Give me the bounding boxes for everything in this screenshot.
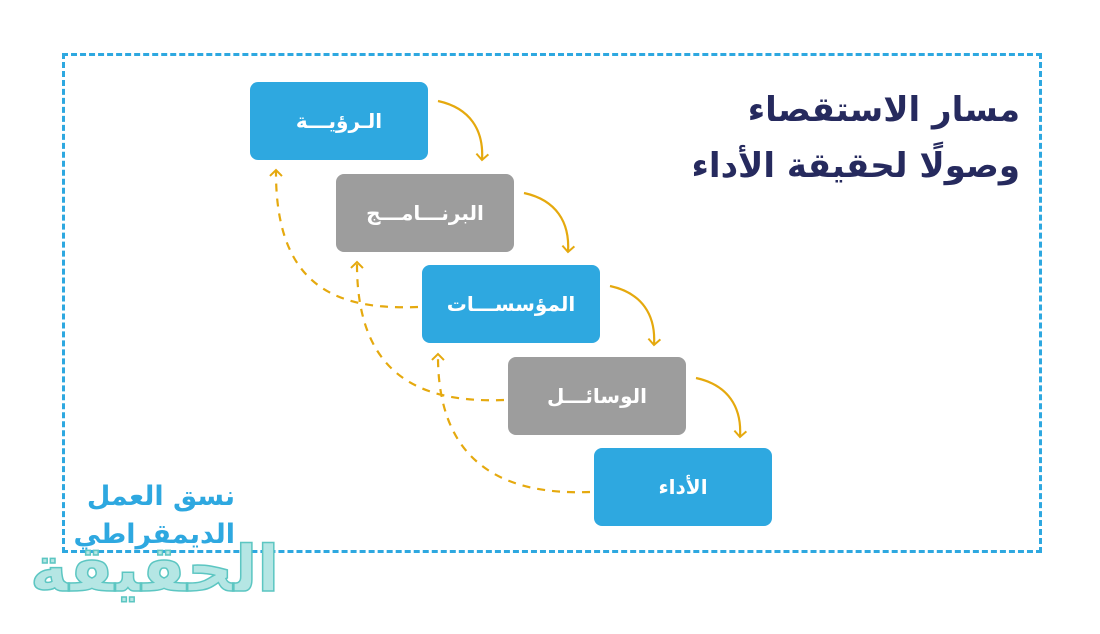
feedback-arrow-1	[269, 168, 419, 309]
dashed-frame	[62, 53, 1042, 553]
step-label: الـرؤيـــة	[295, 109, 383, 133]
step-label: الوسائـــل	[547, 384, 647, 408]
subtitle-line-1: نسق العمل	[86, 481, 235, 512]
logo-text: الحقيقة	[29, 532, 280, 608]
step-program: البرنـــامـــج	[336, 174, 514, 252]
step-label: البرنـــامـــج	[366, 201, 484, 225]
forward-arrow-4	[695, 376, 748, 439]
step-institutions: المؤسســـات	[422, 265, 600, 343]
subtitle: نسق العمل الديمقراطي	[60, 478, 235, 554]
step-label: الأداء	[658, 475, 708, 499]
alhaqiqa-logo: الحقيقة	[29, 530, 280, 610]
step-label: المؤسســـات	[446, 292, 576, 316]
feedback-arrow-3	[431, 352, 591, 494]
title-line-2: وصولًا لحقيقة الأداء	[691, 146, 1020, 186]
feedback-arrow-2	[350, 260, 505, 402]
forward-arrow-2	[523, 191, 576, 254]
subtitle-line-2: الديمقراطي	[73, 519, 235, 550]
step-means: الوسائـــل	[508, 357, 686, 435]
step-performance: الأداء	[594, 448, 772, 526]
step-vision: الـرؤيـــة	[250, 82, 428, 160]
title-line-1: مسار الاستقصاء	[747, 90, 1020, 130]
diagram-title: مسار الاستقصاء وصولًا لحقيقة الأداء	[692, 82, 1020, 194]
forward-arrow-1	[437, 99, 490, 162]
forward-arrow-3	[609, 284, 662, 347]
